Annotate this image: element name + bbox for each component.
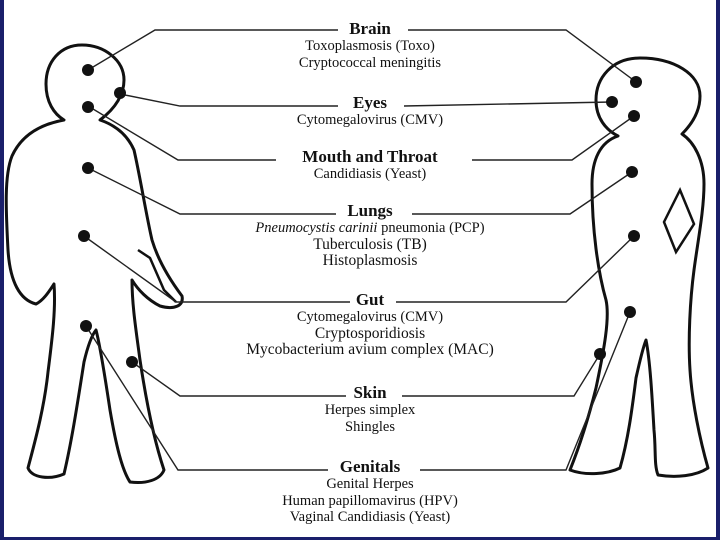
connector-brain-right: [408, 29, 637, 83]
group-genitals: Genitals Genital Herpes Human papillomav…: [180, 457, 560, 526]
genitals-item-2: Human papillomavirus (HPV): [282, 492, 458, 509]
brain-item-2: Cryptococcal meningitis: [298, 54, 442, 71]
connector-mouth-right: [472, 115, 635, 161]
group-gut: Gut Cytomegalovirus (CMV) Cryptosporidio…: [180, 290, 560, 359]
dot-genitals-right: [624, 306, 636, 318]
skin-item-1: Herpes simplex: [324, 402, 416, 418]
dot-mouth-right: [628, 110, 640, 122]
lungs-item-1-rest: pneumonia (PCP): [377, 220, 485, 236]
connector-lungs-right: [412, 171, 633, 215]
dot-gut-left: [78, 230, 90, 242]
skin-item-2: Shingles: [345, 418, 395, 435]
left-body-hand-detail: [137, 248, 177, 303]
connector-brain-left: [87, 29, 338, 71]
frame-left-border: [0, 0, 4, 540]
dot-brain-right: [630, 76, 642, 88]
connector-gut-left: [83, 235, 350, 303]
lungs-item-1-italic: Pneumocystis carinii: [255, 220, 378, 236]
dot-eyes-left: [114, 87, 126, 99]
dot-gut-right: [628, 230, 640, 242]
marker-dots: [78, 64, 642, 368]
heading-mouth-throat: Mouth and Throat: [302, 147, 438, 166]
heading-genitals: Genitals: [339, 457, 401, 476]
dot-lungs-right: [626, 166, 638, 178]
connector-lungs-left: [87, 167, 336, 215]
brain-item-1: Toxoplasmosis (Toxo): [305, 38, 435, 54]
heading-gut: Gut: [355, 290, 385, 309]
right-body-hand-diamond: [662, 186, 696, 255]
gut-item-3: Mycobacterium avium complex (MAC): [246, 341, 494, 358]
eyes-item-1: Cytomegalovirus (CMV): [296, 112, 444, 128]
heading-lungs: Lungs: [347, 201, 393, 220]
dot-genitals-left: [80, 320, 92, 332]
group-mouth-throat: Mouth and Throat Candidiasis (Yeast): [180, 147, 560, 183]
heading-skin: Skin: [353, 383, 387, 402]
connector-skin-left: [131, 361, 346, 397]
lungs-item-1: Pneumocystis carinii pneumonia (PCP): [180, 220, 560, 237]
dot-skin-right: [594, 348, 606, 360]
connector-gut-right: [396, 235, 635, 303]
connector-genitals-left: [85, 325, 328, 471]
group-skin: Skin Herpes simplex Shingles: [180, 383, 560, 435]
dot-eyes-right: [606, 96, 618, 108]
lungs-item-2: Tuberculosis (TB): [313, 235, 427, 253]
heading-eyes: Eyes: [353, 93, 387, 112]
mouth-item-1: Candidiasis (Yeast): [313, 166, 427, 182]
group-eyes: Eyes Cytomegalovirus (CMV): [180, 93, 560, 129]
right-body-outline: [568, 56, 710, 478]
gut-item-1: Cytomegalovirus (CMV): [296, 309, 444, 325]
heading-brain: Brain: [349, 19, 391, 38]
frame-bottom-border: [0, 537, 720, 540]
connector-mouth-left: [87, 105, 276, 161]
dot-lungs-left: [82, 162, 94, 174]
lungs-item-3: Histoplasmosis: [322, 252, 418, 269]
dot-mouth-left: [82, 101, 94, 113]
left-body-outline: [4, 43, 184, 484]
gut-item-2: Cryptosporidiosis: [314, 324, 426, 342]
connector-eyes-left: [119, 93, 338, 107]
genitals-item-3: Vaginal Candidiasis (Yeast): [289, 509, 451, 525]
connector-genitals-right: [420, 311, 631, 471]
group-lungs: Lungs Pneumocystis carinii pneumonia (PC…: [180, 201, 560, 270]
frame-right-border: [716, 0, 720, 540]
connector-lines: [83, 29, 637, 471]
connector-skin-right: [402, 353, 601, 397]
dot-skin-left: [126, 356, 138, 368]
connector-eyes-right: [403, 101, 613, 107]
group-brain: Brain Toxoplasmosis (Toxo) Cryptococcal …: [180, 19, 560, 71]
dot-brain-left: [82, 64, 94, 76]
genitals-item-1: Genital Herpes: [326, 476, 414, 492]
